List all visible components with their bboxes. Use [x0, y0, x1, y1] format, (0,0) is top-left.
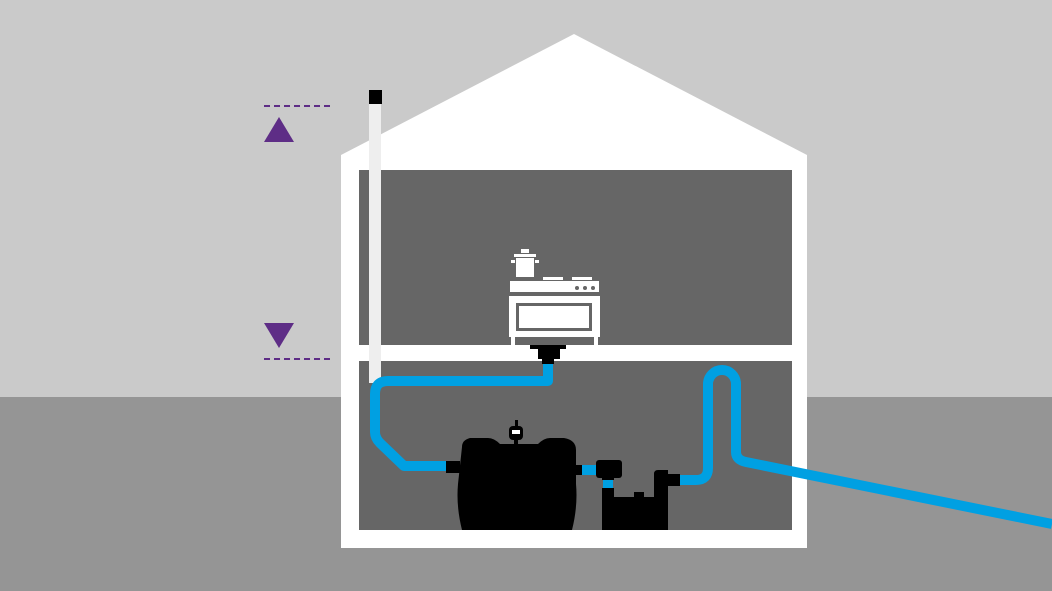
vent-pipe-cap — [369, 90, 382, 104]
triangle-down-icon — [264, 323, 294, 348]
level-marker-top — [264, 105, 334, 142]
floor-drain — [530, 345, 566, 364]
pump-inlet-valve — [596, 460, 622, 478]
grease-separator-tank — [446, 420, 582, 530]
triangle-up-icon — [264, 117, 294, 142]
drain-pipe — [370, 360, 553, 471]
cooking-pot-icon — [511, 249, 539, 277]
level-marker-bottom — [264, 323, 334, 360]
lifting-pump-unit — [596, 460, 680, 530]
stove-icon — [509, 277, 600, 346]
vent-pipe — [369, 90, 382, 383]
pressure-pipe — [678, 365, 1052, 529]
